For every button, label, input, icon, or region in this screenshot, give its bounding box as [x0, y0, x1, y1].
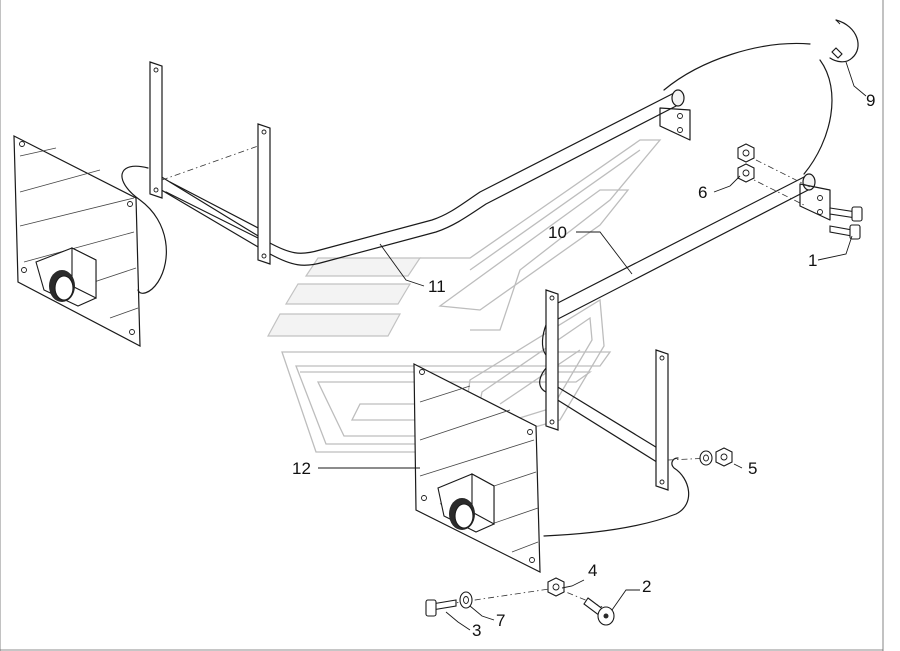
rear-cross-tube	[547, 159, 831, 321]
nut-part-4	[547, 577, 565, 597]
callout-3: 3	[472, 621, 481, 640]
callout-7: 7	[496, 611, 505, 630]
upper-frame-tube	[157, 89, 691, 266]
left-reflector-plate	[13, 135, 141, 348]
right-upright-strap-a	[545, 289, 559, 431]
right-upright-strap-b	[655, 349, 669, 491]
callout-9: 9	[866, 91, 875, 110]
left-lamp-housing	[35, 247, 97, 307]
upper-cable	[663, 42, 833, 175]
retaining-clip	[829, 19, 859, 63]
nut-part-6	[737, 143, 755, 183]
callout-6: 6	[698, 183, 707, 202]
left-upright-strap-b	[257, 123, 271, 265]
callout-2: 2	[642, 577, 651, 596]
watermark-logo	[266, 139, 662, 453]
left-cable	[121, 165, 167, 294]
bolt-part-3	[425, 599, 457, 617]
lower-lamp-housing	[437, 473, 495, 533]
alignment-line-upper	[161, 145, 259, 181]
lower-cable	[543, 457, 690, 537]
left-upright-strap-a	[149, 61, 163, 199]
bolt-part-1	[829, 206, 863, 240]
screw-part-2	[583, 597, 615, 626]
callout-10: 10	[548, 223, 567, 242]
washer-part-7	[459, 591, 473, 609]
leader-lines	[318, 61, 867, 631]
washer-and-nut-part-5	[699, 447, 733, 467]
callout-12: 12	[292, 459, 311, 478]
callout-4: 4	[588, 561, 597, 580]
lower-reflector-plate	[413, 363, 541, 573]
callout-11: 11	[428, 277, 446, 296]
callout-1: 1	[808, 251, 817, 270]
callout-5: 5	[748, 459, 757, 478]
